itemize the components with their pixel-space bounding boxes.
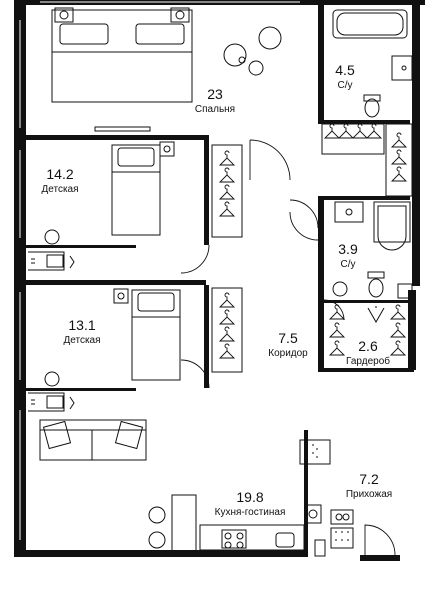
room-bath1: 4.5 С/у	[320, 63, 370, 91]
room-name: Коридор	[268, 348, 308, 359]
kids2-furniture	[28, 287, 243, 412]
area-value: 7.5	[278, 330, 298, 346]
doors	[180, 139, 396, 556]
room-bath2: 3.9 С/у	[323, 242, 373, 270]
room-name: Прихожая	[345, 489, 393, 500]
room-kitchen: 19.8 Кухня-гостиная	[198, 490, 302, 518]
bedroom-table	[223, 26, 282, 76]
bath1-fixtures	[332, 9, 413, 118]
area-value: 23	[207, 86, 223, 102]
area-value: 7.2	[359, 471, 379, 487]
room-kids1: 14.2 Детская	[30, 167, 90, 195]
area-value: 2.6	[358, 338, 378, 354]
entrance-step	[360, 555, 400, 561]
sofa	[39, 419, 147, 461]
room-name: Спальня	[194, 104, 236, 115]
bedroom-bed	[51, 7, 193, 103]
area-value: 19.8	[236, 489, 264, 505]
room-name: С/у	[337, 80, 353, 91]
kids1-furniture	[28, 141, 243, 271]
bath2-fixtures	[332, 201, 413, 299]
area-value: 14.2	[46, 166, 74, 182]
area-value: 4.5	[335, 62, 355, 78]
room-kids2: 13.1 Детская	[52, 318, 112, 346]
room-hall: 7.2 Прихожая	[334, 472, 404, 500]
room-name: Детская	[41, 184, 79, 195]
room-name: Детская	[63, 335, 101, 346]
room-wardrobe: 2.6 Гардероб	[333, 339, 403, 367]
area-value: 3.9	[338, 241, 358, 257]
area-value: 13.1	[68, 317, 96, 333]
dining	[148, 494, 197, 552]
room-name: Гардероб	[346, 356, 390, 367]
radiator	[94, 126, 151, 132]
room-corridor: 7.5 Коридор	[253, 331, 323, 359]
room-name: С/у	[340, 259, 356, 270]
hall-wardrobe-1	[321, 123, 413, 197]
room-bedroom: 23 Спальня	[180, 87, 250, 115]
room-name: Кухня-гостиная	[214, 507, 286, 518]
wardrobe-hangers	[329, 304, 406, 356]
kitchen-units	[199, 439, 354, 557]
